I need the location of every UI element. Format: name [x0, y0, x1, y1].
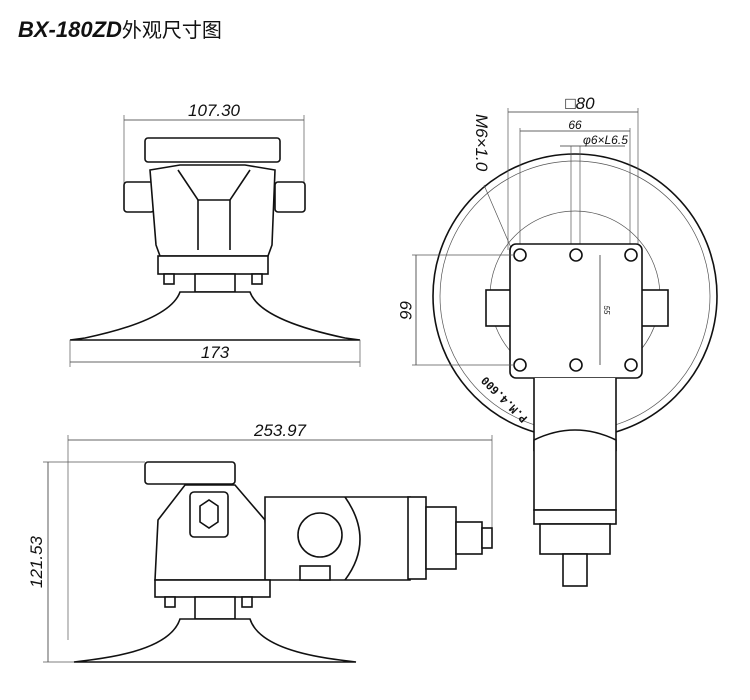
drawing-title: BX-180ZD外观尺寸图	[18, 14, 222, 43]
title-suffix: 外观尺寸图	[121, 18, 222, 42]
dim-thread-spec: M6×1.0	[472, 114, 491, 172]
dim-pad-diameter: 173	[201, 343, 230, 362]
top-view: □80 66 φ6×L6.5 M6×1.0 66 55 P.M.4.600	[396, 94, 718, 587]
dim-inner-spacing: 55	[602, 306, 611, 315]
dim-pin-spec: φ6×L6.5	[583, 133, 628, 147]
dim-top-width: 107.30	[188, 101, 241, 120]
dim-hole-spacing-v: 66	[396, 301, 415, 320]
pad-marking: P.M.4.600	[479, 374, 530, 425]
dim-hole-spacing-h: 66	[568, 118, 582, 132]
dim-square: □80	[565, 94, 595, 113]
side-view: 253.97 121.53	[27, 421, 493, 663]
dim-total-length: 253.97	[253, 421, 307, 440]
front-view: 107.30 173	[69, 101, 361, 367]
dim-total-height: 121.53	[27, 535, 46, 588]
model-name: BX-180ZD	[18, 17, 122, 42]
